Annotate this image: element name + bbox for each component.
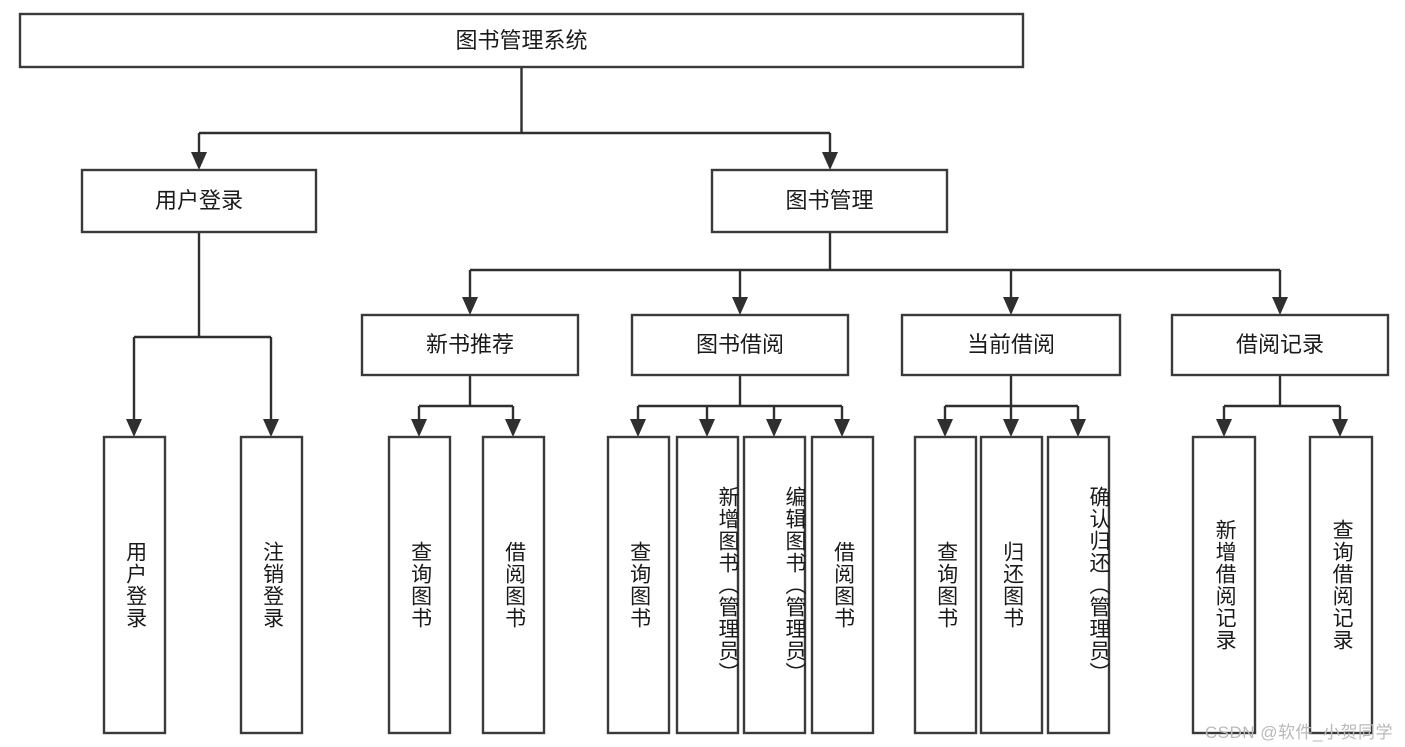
arrow-to-book-manage-icon xyxy=(822,152,838,170)
node-borrow-record[interactable]: 借阅记录 xyxy=(1170,313,1390,377)
leaf-query-book-1-box[interactable] xyxy=(387,435,452,735)
node-user-login-label: 用户登录 xyxy=(155,188,243,213)
connector-group-book-manage-to-level3 xyxy=(462,232,1288,315)
arrow-leaf-query-record-icon xyxy=(1332,419,1348,437)
arrow-leaf-borrow-book-1-icon xyxy=(505,419,521,437)
node-book-borrow[interactable]: 图书借阅 xyxy=(630,313,850,377)
node-book-borrow-box[interactable] xyxy=(630,313,850,377)
node-new-book-recommend-box[interactable] xyxy=(360,313,580,377)
arrow-leaf-edit-book-icon xyxy=(766,419,782,437)
leaf-add-record-box[interactable] xyxy=(1191,435,1257,735)
leaf-query-book-3-box[interactable] xyxy=(913,435,978,735)
csdn-watermark: CSDN @软件_小贺同学 xyxy=(1204,723,1393,742)
arrow-leaf-user-logout-icon xyxy=(263,419,279,437)
leaf-user-login-box[interactable] xyxy=(102,435,167,735)
arrow-leaf-query-book-3-icon xyxy=(937,419,953,437)
arrow-current-borrow-icon xyxy=(1003,297,1019,315)
leaf-confirm-return-box[interactable] xyxy=(1046,435,1111,735)
leaf-query-record-box[interactable] xyxy=(1308,435,1374,735)
arrow-leaf-query-book-2-icon xyxy=(630,419,646,437)
node-book-manage[interactable]: 图书管理 xyxy=(710,168,949,234)
node-current-borrow[interactable]: 当前借阅 xyxy=(900,313,1122,377)
connector-group-borrow-record-to-leaves xyxy=(1216,375,1348,437)
node-new-book-recommend-label: 新书推荐 xyxy=(426,332,514,357)
leaf-add-book-box[interactable] xyxy=(675,435,740,735)
arrow-leaf-return-book-icon xyxy=(1003,419,1019,437)
node-root-label: 图书管理系统 xyxy=(455,28,587,53)
node-root-box[interactable] xyxy=(18,12,1025,69)
node-current-borrow-box[interactable] xyxy=(900,313,1122,377)
connector-group-user-login-to-leaves xyxy=(126,232,279,437)
leaf-borrow-book-1-box[interactable] xyxy=(481,435,546,735)
node-user-login-box[interactable] xyxy=(80,168,318,234)
node-borrow-record-label: 借阅记录 xyxy=(1236,332,1324,357)
arrow-book-borrow-icon xyxy=(732,297,748,315)
arrow-new-book-recommend-icon xyxy=(462,297,478,315)
node-book-borrow-label: 图书借阅 xyxy=(696,332,784,357)
node-current-borrow-label: 当前借阅 xyxy=(967,332,1055,357)
node-book-manage-label: 图书管理 xyxy=(785,188,873,213)
leaf-borrow-book-2-box[interactable] xyxy=(810,435,875,735)
arrow-leaf-borrow-book-2-icon xyxy=(834,419,850,437)
leaf-return-book-box[interactable] xyxy=(979,435,1044,735)
arrow-to-user-login-icon xyxy=(191,152,207,170)
leaf-user-logout-box[interactable] xyxy=(239,435,304,735)
leaf-boxes-group xyxy=(102,435,1374,735)
node-book-manage-box[interactable] xyxy=(710,168,949,234)
node-user-login[interactable]: 用户登录 xyxy=(80,168,318,234)
node-root[interactable]: 图书管理系统 xyxy=(18,12,1025,69)
connector-group-book-borrow-to-leaves xyxy=(630,375,850,437)
leaf-edit-book-box[interactable] xyxy=(742,435,807,735)
arrow-borrow-record-icon xyxy=(1272,297,1288,315)
connector-group-current-borrow-to-leaves xyxy=(937,375,1086,437)
leaf-query-book-2-box[interactable] xyxy=(606,435,671,735)
arrow-leaf-user-login-icon xyxy=(126,419,142,437)
connector-group-new-book-to-leaves xyxy=(411,375,521,437)
node-borrow-record-box[interactable] xyxy=(1170,313,1390,377)
node-new-book-recommend[interactable]: 新书推荐 xyxy=(360,313,580,377)
arrow-leaf-add-record-icon xyxy=(1216,419,1232,437)
connector-group-root-to-level2 xyxy=(191,67,838,170)
arrow-leaf-confirm-return-icon xyxy=(1070,419,1086,437)
arrow-leaf-add-book-icon xyxy=(699,419,715,437)
arrow-leaf-query-book-1-icon xyxy=(411,419,427,437)
